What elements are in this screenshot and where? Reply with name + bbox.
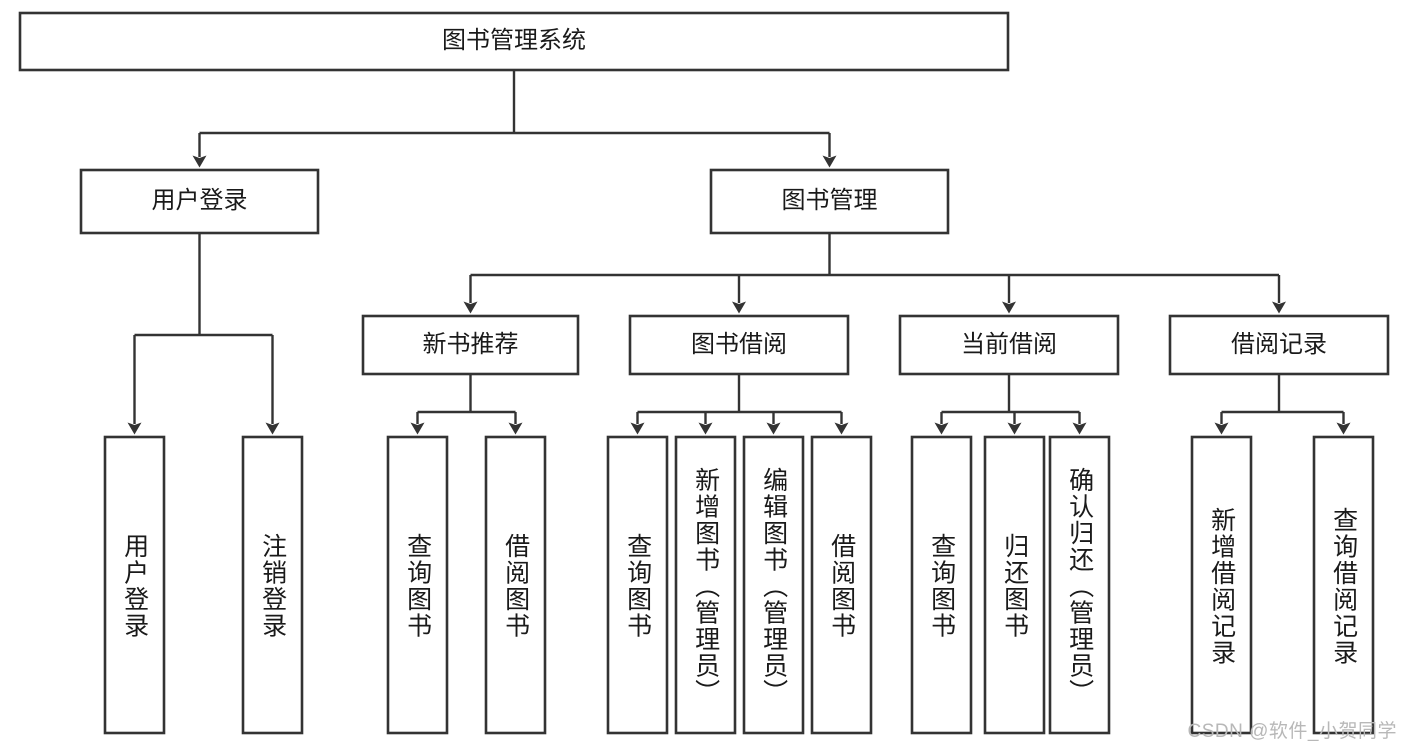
connectors-layer bbox=[127, 70, 1351, 435]
node-leaf-borrow-book[interactable] bbox=[810, 435, 873, 735]
node-leaf-add-borrow-record[interactable] bbox=[1190, 435, 1253, 735]
node-leaf-edit-book-admin[interactable] bbox=[742, 435, 805, 735]
node-leaf-query-book-current[interactable] bbox=[910, 435, 973, 735]
boxes-layer bbox=[18, 11, 1390, 735]
node-leaf-add-book-admin[interactable] bbox=[674, 435, 737, 735]
node-user-login[interactable] bbox=[79, 168, 320, 235]
node-current-borrow[interactable] bbox=[898, 314, 1120, 376]
node-leaf-logout-login[interactable] bbox=[241, 435, 304, 735]
node-leaf-borrow-book-rec[interactable] bbox=[484, 435, 547, 735]
node-new-book-recommend[interactable] bbox=[361, 314, 580, 376]
node-book-management[interactable] bbox=[709, 168, 950, 235]
node-leaf-return-book[interactable] bbox=[983, 435, 1046, 735]
node-root[interactable] bbox=[18, 11, 1010, 72]
node-leaf-query-borrow-record[interactable] bbox=[1312, 435, 1375, 735]
node-leaf-query-book-borrow[interactable] bbox=[606, 435, 669, 735]
node-leaf-confirm-return-admin[interactable] bbox=[1048, 435, 1111, 735]
node-leaf-user-login[interactable] bbox=[103, 435, 166, 735]
node-book-borrow[interactable] bbox=[628, 314, 850, 376]
node-borrow-record[interactable] bbox=[1168, 314, 1390, 376]
node-leaf-query-book-rec[interactable] bbox=[386, 435, 449, 735]
